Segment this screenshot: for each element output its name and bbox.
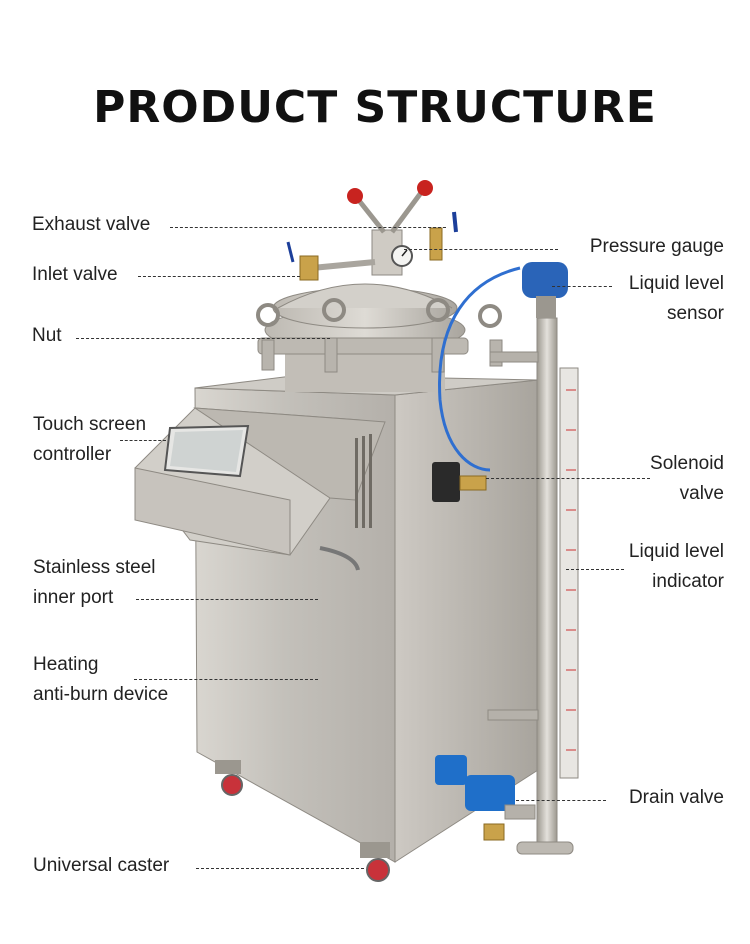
label-universal-caster: Universal caster <box>33 855 170 876</box>
label-liquid-sensor-line2: sensor <box>666 303 724 324</box>
leader-pressure-gauge <box>404 249 558 250</box>
leader-drain-valve <box>516 800 606 801</box>
level-column <box>487 262 579 855</box>
label-nut: Nut <box>32 325 62 346</box>
label-heating-line2: anti-burn device <box>33 684 169 705</box>
controller-box <box>134 407 386 571</box>
label-inlet-valve: Inlet valve <box>32 264 118 285</box>
label-stainless-line1: Stainless steel <box>33 557 156 578</box>
solenoid <box>432 462 487 502</box>
label-solenoid-line1: Solenoid <box>650 453 724 474</box>
label-liquid-sensor-line1: Liquid level <box>628 273 724 294</box>
label-touch-screen-line2: controller <box>33 444 112 465</box>
label-touch-screen-line1: Touch screen <box>33 414 147 435</box>
leader-stainless <box>136 599 318 600</box>
label-exhaust-valve: Exhaust valve <box>32 214 151 235</box>
leader-nut <box>76 338 330 339</box>
label-solenoid-line2: valve <box>679 483 724 504</box>
leader-inlet-valve <box>138 276 300 277</box>
leader-universal-caster <box>196 868 364 869</box>
page-title: PRODUCT STRUCTURE <box>93 82 657 133</box>
leader-exhaust-valve <box>170 227 446 228</box>
label-liquid-indicator-line1: Liquid level <box>628 541 724 562</box>
label-drain-valve: Drain valve <box>628 787 724 808</box>
label-liquid-indicator-line2: indicator <box>652 571 724 592</box>
label-stainless-line2: inner port <box>33 587 114 608</box>
leader-liquid-indicator <box>566 569 624 570</box>
label-pressure-gauge: Pressure gauge <box>589 236 724 257</box>
vessel-lid <box>256 283 503 392</box>
leader-solenoid <box>486 478 650 479</box>
drain-assembly <box>435 755 536 841</box>
leader-heating <box>134 679 318 680</box>
casters <box>215 760 390 882</box>
label-heating-line1: Heating <box>33 654 99 675</box>
leader-touch-screen <box>120 440 166 441</box>
leader-liquid-sensor <box>552 286 612 287</box>
top-valves <box>286 180 458 281</box>
